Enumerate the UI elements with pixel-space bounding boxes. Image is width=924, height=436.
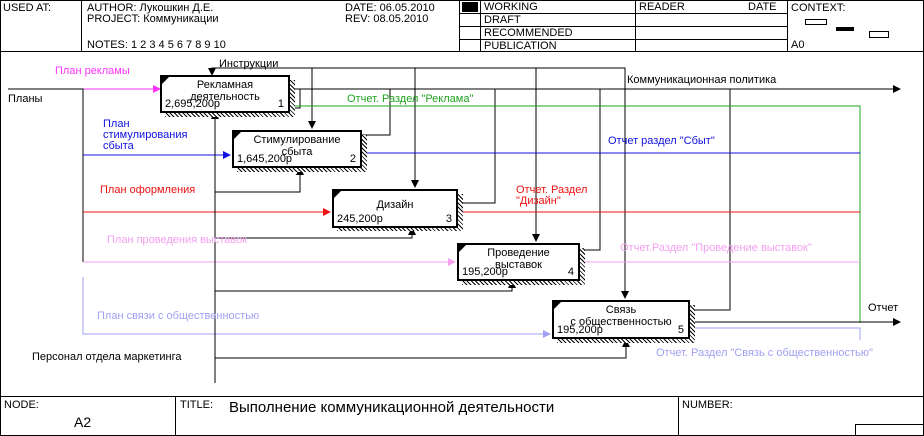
label-report-exhib: Отчет.Раздел "Проведение выставок" xyxy=(620,242,812,254)
label-plan-ads: План рекламы xyxy=(55,65,130,77)
footer-divider xyxy=(678,396,679,436)
activity-title-line: с общественностью xyxy=(570,316,672,328)
corner-mark xyxy=(162,77,169,84)
label-plan-design: План оформления xyxy=(100,184,196,196)
label-comm-policy: Коммуникационная политика xyxy=(627,74,777,86)
page-title: Выполнение коммуникационной деятельности xyxy=(229,399,555,416)
activity-title-line: Дизайн xyxy=(376,199,414,211)
date: DATE: 06.05.2010 xyxy=(345,2,435,14)
footer-tab xyxy=(855,424,924,436)
author: AUTHOR: Лукошкин Д.Е. xyxy=(87,2,214,14)
label-report-design: "Дизайн" xyxy=(516,195,561,207)
activity-title-line: сбыта xyxy=(281,146,313,158)
activity-title-line: Проведение xyxy=(487,247,550,259)
label-report-ads: Отчет. Раздел "Реклама" xyxy=(347,93,474,105)
activity-title-line: Рекламная xyxy=(196,79,254,91)
activity-box-2[interactable]: Стимулирование сбыта 1,645,200р 2 xyxy=(232,130,362,168)
activity-cost: 195,200р xyxy=(557,324,603,336)
context-box xyxy=(869,31,889,38)
activity-title-line: деятельность xyxy=(190,91,260,103)
label-plan-stim: План xyxy=(103,118,130,130)
activity-box-4[interactable]: Проведение выставок 195,200р 4 xyxy=(457,243,580,281)
activity-number: 5 xyxy=(677,324,684,336)
working-marker xyxy=(462,2,478,12)
node-label: NODE: xyxy=(4,399,39,411)
activity-number: 1 xyxy=(277,98,284,110)
header-divider xyxy=(787,0,788,52)
activity-cost: 2,695,200р xyxy=(165,98,221,110)
activity-box-5[interactable]: Связь с общественностью 195,200р 5 xyxy=(552,300,690,339)
label-plan-stim: сбыта xyxy=(103,140,134,152)
context-label: CONTEXT: xyxy=(791,2,846,14)
reader-label: READER xyxy=(639,1,685,13)
revision: REV: 08.05.2010 xyxy=(345,13,429,25)
activity-box-1[interactable]: Рекламная деятельность 2,695,200р 1 xyxy=(160,75,290,113)
context-box xyxy=(805,19,827,25)
activity-number: 4 xyxy=(567,266,574,278)
number-label: NUMBER: xyxy=(682,399,733,411)
label-instructions: Инструкции xyxy=(219,58,279,70)
context-box-current xyxy=(836,27,854,31)
used-at-label: USED AT: xyxy=(3,2,52,14)
header-divider xyxy=(459,39,787,40)
status-publication: PUBLICATION xyxy=(484,40,557,52)
label-report-sales: Отчет раздел "Сбыт" xyxy=(608,135,715,147)
footer-divider xyxy=(175,396,176,436)
activity-title-line: выставок xyxy=(495,259,542,271)
node-reference: A0 xyxy=(791,39,805,51)
activity-cost: 245,200р xyxy=(337,213,383,225)
label-personnel: Персонал отдела маркетинга xyxy=(32,351,182,363)
label-plan-stim: стимулирования xyxy=(103,129,188,141)
status-draft: DRAFT xyxy=(484,14,521,26)
activity-box-3[interactable]: Дизайн 245,200р 3 xyxy=(332,189,458,228)
header-divider xyxy=(459,26,787,27)
activity-number: 2 xyxy=(349,153,356,165)
corner-mark xyxy=(554,302,561,309)
header-divider xyxy=(459,13,787,14)
status-recommended: RECOMMENDED xyxy=(484,27,573,39)
label-plans: Планы xyxy=(8,93,43,105)
corner-mark xyxy=(459,245,466,252)
reader-date-label: DATE xyxy=(748,1,777,13)
title-label: TITLE: xyxy=(180,399,214,411)
activity-cost: 195,200р xyxy=(462,266,508,278)
label-plan-exhib: План проведения выставок xyxy=(107,234,248,246)
corner-mark xyxy=(334,191,341,198)
corner-mark xyxy=(234,132,241,139)
project: PROJECT: Коммуникации xyxy=(87,13,219,25)
label-report-design: Отчет. Раздел xyxy=(516,184,588,196)
status-working: WORKING xyxy=(484,1,538,13)
header-divider xyxy=(81,0,82,52)
node-value: A2 xyxy=(74,414,92,430)
label-plan-pr: План связи с общественностью xyxy=(97,310,260,322)
label-report-pr: Отчет. Раздел "Связь с общественностью" xyxy=(656,347,873,359)
activity-title-line: Стимулирование xyxy=(253,134,341,146)
notes: NOTES: 1 2 3 4 5 6 7 8 9 10 xyxy=(87,39,226,51)
activity-number: 3 xyxy=(445,213,452,225)
activity-title-line: Связь xyxy=(605,304,637,316)
label-report: Отчет xyxy=(868,302,899,314)
activity-cost: 1,645,200р xyxy=(237,153,293,165)
